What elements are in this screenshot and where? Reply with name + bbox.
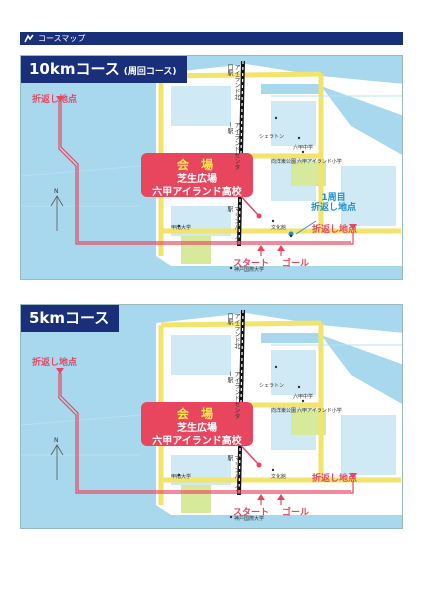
station-center-label: アイランドセンター駅: [226, 122, 240, 170]
section-header: コースマップ: [20, 32, 403, 45]
bunka-label: 文化館: [271, 474, 287, 480]
section-title: コースマップ: [38, 34, 86, 43]
park-label: 向洋東公園: [271, 159, 297, 165]
station-north-label: アイランド北口駅: [226, 64, 240, 100]
venue-box: 会 場 芝生広場 六甲アイランド高校: [141, 153, 253, 198]
station-marine-label: マリンパーク駅: [226, 455, 240, 491]
turn-west-label: 折返し地点: [32, 95, 78, 105]
start-label: スタート: [233, 259, 270, 269]
university-label: 神戸国際大学: [234, 516, 265, 522]
school1-label: 六甲中学: [293, 145, 314, 151]
map-5km: 5kmコース 折返し地点 会 場 芝生広場 六甲アイランド高校 折返し地点 スタ…: [20, 304, 403, 529]
course-title: 5kmコース: [21, 305, 120, 332]
venue-box: 会 場 芝生広場 六甲アイランド高校: [141, 402, 253, 447]
map-5km-base: [21, 309, 402, 519]
university-label: 神戸国際大学: [234, 267, 265, 273]
turn-west-label: 折返し地点: [32, 358, 78, 368]
sheraton-label: シェラトン: [259, 134, 285, 140]
school1-label: 六甲中学: [293, 394, 314, 400]
bunka-label: 文化館: [271, 225, 287, 231]
jr-school-label: 甲南大学: [171, 474, 192, 480]
station-north-label: アイランド北口駅: [226, 313, 240, 349]
runner-logo-icon: [24, 34, 34, 43]
turn-east-label: 折返し地点: [312, 225, 358, 235]
station-center-label: アイランドセンター駅: [226, 371, 240, 419]
turn-first-lap-label: 1周目折返し地点: [311, 193, 357, 213]
turn-east-label: 折返し地点: [312, 474, 358, 484]
park-label: 向洋東公園: [271, 408, 297, 414]
sheraton-label: シェラトン: [259, 383, 285, 389]
goal-label: ゴール: [282, 508, 310, 518]
map-10km: 10kmコース(周回コース) 折返し地点 会 場 芝生広場 六甲アイランド高校 …: [20, 55, 403, 280]
goal-label: ゴール: [282, 259, 310, 269]
turn-west-marker: [56, 96, 64, 102]
course-title: 10kmコース(周回コース): [21, 56, 187, 83]
school2-label: 六甲アイランド小学: [297, 159, 342, 165]
station-marine-label: マリンパーク駅: [226, 206, 240, 242]
school2-label: 六甲アイランド小学: [297, 408, 342, 414]
north-label: N: [54, 437, 59, 444]
jr-school-label: 甲南大学: [171, 225, 192, 231]
start-label: スタート: [233, 508, 270, 518]
north-label: N: [54, 188, 59, 195]
